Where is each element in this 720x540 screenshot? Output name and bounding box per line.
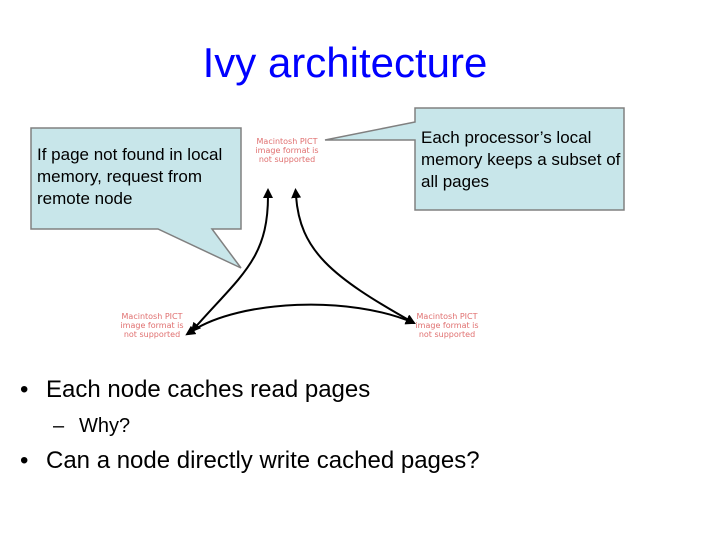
sub-bullet-text: Why?: [79, 415, 131, 437]
bullet-marker: •: [20, 376, 29, 403]
sub-bullet-item: –Why?: [53, 413, 130, 439]
bullet-marker: •: [20, 447, 29, 474]
arrow-top-to-left: [190, 188, 273, 333]
left-callout-text: If page not found in local memory, reque…: [37, 145, 223, 208]
right-callout-bubble: [324, 107, 625, 211]
right-callout-text: Each processor’s local memory keeps a su…: [421, 128, 621, 191]
node-image-top: Macintosh PICT image format is not suppo…: [255, 137, 319, 164]
node-image-right: Macintosh PICT image format is not suppo…: [415, 312, 479, 339]
node-image-left: Macintosh PICT image format is not suppo…: [120, 312, 184, 339]
bullet-text: Each node caches read pages: [46, 376, 371, 403]
sub-bullet-marker: –: [53, 415, 65, 437]
bullet-text: Can a node directly write cached pages?: [46, 447, 480, 474]
arrow-left-to-right: [185, 303, 416, 336]
arrow-top-to-right: [291, 188, 416, 324]
slide-title: Ivy architecture: [202, 39, 488, 86]
bullet-item: • Can a node directly write cached pages?: [20, 446, 480, 476]
bullet-item: • Each node caches read pages: [20, 375, 370, 405]
